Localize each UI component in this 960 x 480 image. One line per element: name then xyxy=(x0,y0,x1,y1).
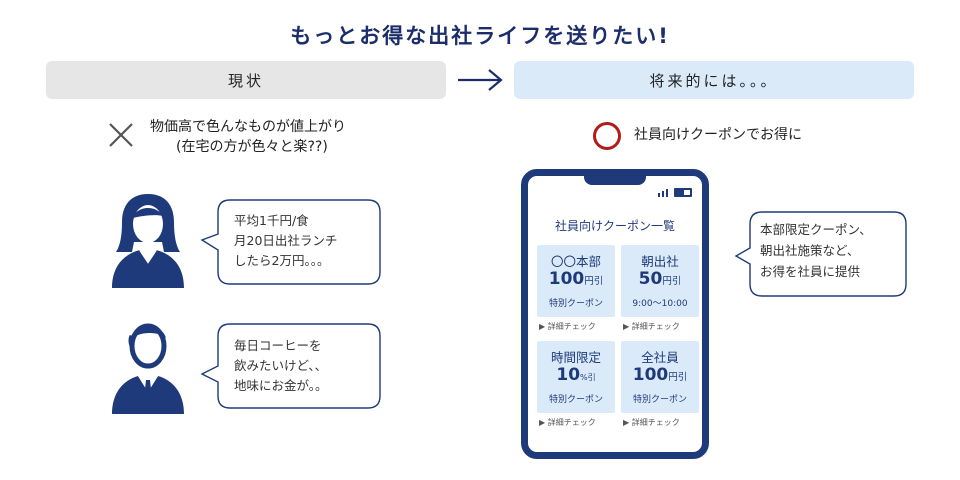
person1-comment: 平均1千円/食 月20日出社ランチ したら2万円。。。 xyxy=(234,213,338,268)
coupon-card[interactable]: 朝出社 50円引 9:00〜10:00 ▶ 詳細チェック xyxy=(621,245,699,335)
current-state-bar: 現状 xyxy=(46,61,446,99)
phone-status-bar xyxy=(658,188,692,197)
coupon-subtitle: 特別クーポン xyxy=(548,299,603,309)
coupon-amount: 50円引 xyxy=(638,269,682,289)
coupon-detail-link[interactable]: ▶ 詳細チェック xyxy=(539,322,596,331)
coupon-subtitle: 9:00〜10:00 xyxy=(632,299,688,309)
speech-bubble xyxy=(200,199,381,285)
explanation-text: 本部限定クーポン、 朝出社施策など、 お得を社員に提供 xyxy=(760,222,872,279)
problem-heading: 物価高で色んなものが値上がり (在宅の方が色々と楽??) xyxy=(150,117,430,157)
coupon-card[interactable]: 時間限定 10%引 特別クーポン ▶ 詳細チェック xyxy=(537,341,615,431)
coupon-detail-link[interactable]: ▶ 詳細チェック xyxy=(623,322,680,331)
page-title: もっとお得な出社ライフを送りたい! xyxy=(290,24,670,48)
coupon-detail-link[interactable]: ▶ 詳細チェック xyxy=(623,418,680,427)
coupon-amount: 10%引 xyxy=(556,365,596,385)
phone-notch xyxy=(584,176,646,185)
coupon-amount: 100円引 xyxy=(548,269,604,289)
circle-icon xyxy=(593,122,621,150)
coupon-subtitle: 特別クーポン xyxy=(548,395,603,405)
coupon-subtitle: 特別クーポン xyxy=(632,395,687,405)
female-person-icon xyxy=(112,194,184,288)
phone-mockup: 社員向けクーポン一覧 〇〇本部 100円引 特別クーポン ▶ 詳細チェック 朝出… xyxy=(521,169,709,459)
arrow-right-icon xyxy=(458,69,503,91)
cross-icon xyxy=(109,123,133,147)
future-state-bar: 将来的には。。。 xyxy=(514,61,914,99)
coupon-detail-link[interactable]: ▶ 詳細チェック xyxy=(539,418,596,427)
solution-heading: 社員向けクーポンでお得に xyxy=(634,127,802,143)
coupon-name: 全社員 xyxy=(641,350,679,365)
male-person-icon xyxy=(112,323,184,414)
coupon-name: 時間限定 xyxy=(550,350,601,365)
coupon-list-title: 社員向けクーポン一覧 xyxy=(554,219,675,233)
problem-line2: (在宅の方が色々と楽??) xyxy=(176,139,328,155)
future-state-label: 将来的には。。。 xyxy=(649,71,779,90)
coupon-name: 朝出社 xyxy=(641,254,679,269)
battery-icon xyxy=(674,188,692,197)
current-state-label: 現状 xyxy=(227,71,264,90)
speech-bubble xyxy=(734,211,907,297)
speech-bubble xyxy=(200,323,381,409)
coupon-amount: 100円引 xyxy=(632,365,688,385)
coupon-card[interactable]: 〇〇本部 100円引 特別クーポン ▶ 詳細チェック xyxy=(537,245,615,335)
coupon-card[interactable]: 全社員 100円引 特別クーポン ▶ 詳細チェック xyxy=(621,341,699,431)
person2-comment: 毎日コーヒーを 飲みたいけど、、 地味にお金が。。 xyxy=(234,338,328,393)
coupon-name: 〇〇本部 xyxy=(550,254,601,269)
signal-icon xyxy=(658,189,668,197)
problem-line1: 物価高で色んなものが値上がり xyxy=(150,119,346,135)
